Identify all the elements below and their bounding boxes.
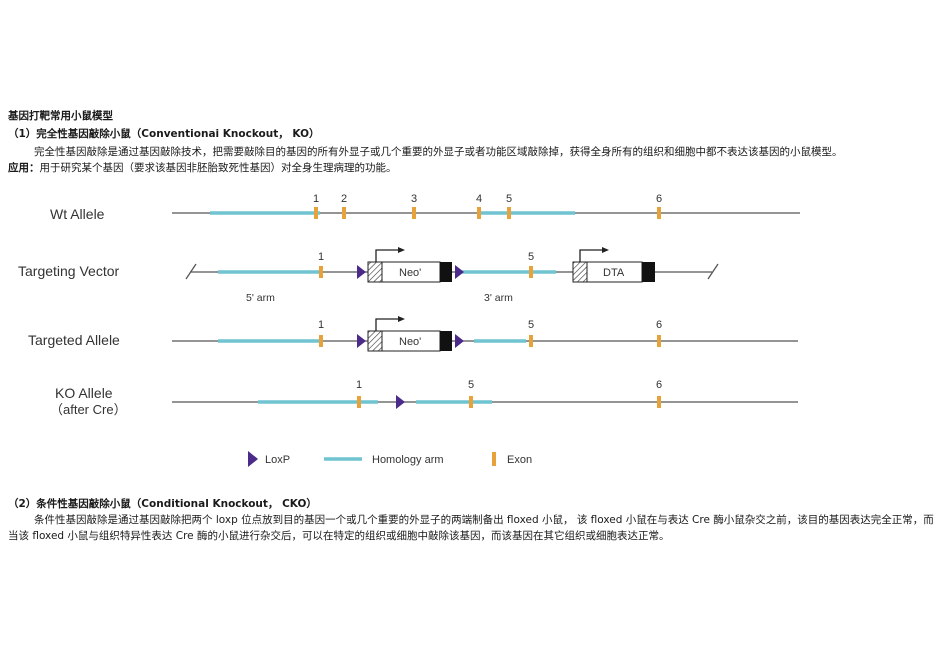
tv-loxp-2 xyxy=(455,265,464,279)
ko-loxp xyxy=(396,395,405,409)
application-line: 应用：用于研究某个基因（要求该基因非胚胎致死性基因）对全身生理病理的功能。 xyxy=(8,160,397,176)
wt-exon-label-3: 3 xyxy=(411,193,417,205)
wt-exon-label-2: 2 xyxy=(341,193,347,205)
tv-neo-polya-box xyxy=(440,262,452,282)
tv-exon-label-1: 1 xyxy=(318,251,324,263)
tv-5-arm-label: 5' arm xyxy=(246,292,275,304)
page-title: 基因打靶常用小鼠模型 xyxy=(8,110,113,122)
tv-dta-polya-box xyxy=(642,262,655,282)
legend-exon-label: Exon xyxy=(507,454,532,466)
tv-dta-arrow-head xyxy=(602,247,609,253)
tv-3-arm-label: 3' arm xyxy=(484,292,513,304)
ta-exon-5 xyxy=(529,335,533,347)
ta-exon-6 xyxy=(657,335,661,347)
section1-paragraph: 完全性基因敲除是通过基因敲除技术，把需要敲除目的基因的所有外显子或几个重要的外显… xyxy=(34,146,843,158)
wt-exon-label-6: 6 xyxy=(656,193,662,205)
wt-exon-1 xyxy=(314,207,318,219)
ta-neo-arrow-head xyxy=(398,316,405,322)
row-label-ko-allele: KO Allele xyxy=(55,385,113,401)
ta-loxp-1 xyxy=(357,334,366,348)
tv-break-left xyxy=(185,263,197,280)
wt-exon-label-1: 1 xyxy=(313,193,319,205)
tv-loxp-1 xyxy=(357,265,366,279)
tv-break-right xyxy=(707,263,719,280)
wt-exon-4 xyxy=(477,207,481,219)
legend-homology-label: Homology arm xyxy=(372,454,444,466)
ko-exon-label-6: 6 xyxy=(656,379,662,391)
tv-neo-arrow-head xyxy=(398,247,405,253)
ta-exon-label-5: 5 xyxy=(528,319,534,331)
ta-neo-polya-box xyxy=(440,331,452,351)
row-label-targeted-allele: Targeted Allele xyxy=(28,332,120,348)
tv-dta-promoter-box xyxy=(572,261,588,283)
tv-exon-label-5: 5 xyxy=(528,251,534,263)
ta-exon-label-6: 6 xyxy=(656,319,662,331)
tv-exon-1 xyxy=(319,266,323,278)
ko-exon-label-1: 1 xyxy=(356,379,362,391)
tv-neo-promoter-box xyxy=(367,261,383,283)
ko-exon-6 xyxy=(657,396,661,408)
tv-neo-label: Neo' xyxy=(399,267,421,279)
ko-exon-1 xyxy=(357,396,361,408)
wt-exon-6 xyxy=(657,207,661,219)
tv-neo-promoter-arrow xyxy=(375,249,398,262)
tv-dta-promoter-arrow xyxy=(579,249,602,262)
section1-heading: （1）完全性基因敲除小鼠（Conventionai Knockout， KO） xyxy=(8,128,320,140)
row-label-targeting-vector: Targeting Vector xyxy=(18,263,120,279)
wt-exon-label-4: 4 xyxy=(476,193,482,205)
legend-loxp-label: LoxP xyxy=(265,454,290,466)
wt-exon-3 xyxy=(412,207,416,219)
ta-loxp-2 xyxy=(455,334,464,348)
tv-dta-label: DTA xyxy=(603,267,625,279)
legend-exon-icon xyxy=(492,452,496,466)
tv-exon-5 xyxy=(529,266,533,278)
application-text: 用于研究某个基因（要求该基因非胚胎致死性基因）对全身生理病理的功能。 xyxy=(39,162,397,174)
gene-targeting-diagram: Wt Allele Targeting Vector Targeted Alle… xyxy=(18,193,800,467)
legend-loxp-icon xyxy=(248,451,258,467)
wt-exon-label-5: 5 xyxy=(506,193,512,205)
ta-neo-promoter-box xyxy=(367,330,383,352)
ta-neo-label: Neo' xyxy=(399,336,421,348)
ko-exon-label-5: 5 xyxy=(468,379,474,391)
row-label-ko-after-cre: （after Cre） xyxy=(50,402,127,417)
application-label: 应用： xyxy=(8,162,40,174)
row-label-wt: Wt Allele xyxy=(50,206,105,222)
section2-paragraph: 条件性基因敲除是通过基因敲除把两个 loxp 位点放到目的基因一个或几个重要的外… xyxy=(8,514,934,542)
ta-neo-promoter-arrow xyxy=(375,318,398,331)
wt-exon-5 xyxy=(507,207,511,219)
wt-exon-2 xyxy=(342,207,346,219)
ta-exon-1 xyxy=(319,335,323,347)
section2-heading: （2）条件性基因敲除小鼠（Conditional Knockout， CKO） xyxy=(8,498,317,510)
ta-exon-label-1: 1 xyxy=(318,319,324,331)
ko-exon-5 xyxy=(469,396,473,408)
